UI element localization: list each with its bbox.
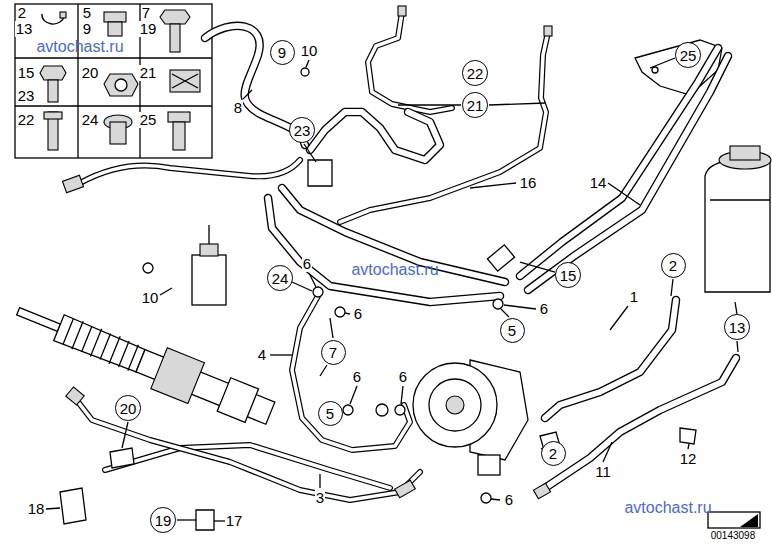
clamps: [60, 160, 696, 530]
part-number: 8: [233, 100, 243, 116]
watermark: avtochast.ru: [623, 500, 712, 517]
part-number: 6: [352, 369, 362, 385]
callout-number: 5: [326, 406, 334, 421]
part-number: 20: [81, 65, 100, 81]
reservoir: [705, 146, 771, 292]
callout-number: 2: [669, 258, 677, 273]
callout-number: 22: [467, 66, 484, 81]
callout-circle: 7: [321, 340, 346, 365]
callout-number: 5: [508, 323, 516, 338]
callout-circle: 15: [555, 262, 581, 288]
callout-circle: 5: [318, 401, 343, 426]
callout-circle: 2: [541, 441, 566, 466]
part-number: 10: [300, 43, 319, 59]
callout-number: 9: [278, 45, 286, 60]
callout-number: 19: [155, 513, 172, 528]
callout-number: 24: [272, 271, 289, 286]
callout-circle: 23: [289, 117, 315, 143]
callout-circle: 19: [150, 507, 176, 533]
callout-number: 21: [467, 98, 484, 113]
watermark: avtochast.ru: [350, 262, 439, 279]
part-number: 6: [398, 369, 408, 385]
part-number: 14: [589, 175, 608, 191]
part-number: 22: [17, 112, 36, 128]
callout-circle: 5: [500, 318, 525, 343]
part-number: 10: [141, 290, 160, 306]
callout-circle: 20: [115, 395, 141, 421]
part-number: 16: [519, 175, 538, 191]
part-number: 4: [257, 347, 267, 363]
diagram-code: 00143098: [710, 531, 757, 542]
callout-number: 7: [329, 345, 337, 360]
part-number: 12: [679, 451, 698, 467]
part-number: 23: [17, 88, 36, 104]
valve-housing: [192, 225, 226, 305]
part-number: 1: [629, 289, 639, 305]
hose-lines: [75, 12, 736, 500]
part-number: 7: [141, 5, 151, 21]
callout-circle: 25: [675, 42, 701, 68]
part-number: 19: [139, 21, 158, 37]
callout-number: 2: [549, 446, 557, 461]
hose-fittings: [62, 6, 552, 499]
part-number: 13: [15, 21, 34, 37]
callout-number: 25: [680, 48, 697, 63]
part-number: 6: [504, 492, 514, 508]
part-number: 3: [315, 490, 325, 506]
part-number: 9: [82, 21, 92, 37]
callout-circle: 9: [270, 40, 295, 65]
part-number: 25: [139, 112, 158, 128]
callout-number: 23: [294, 123, 311, 138]
part-number: 15: [17, 65, 36, 81]
part-number: 2: [17, 5, 27, 21]
callout-number: 20: [120, 401, 137, 416]
callout-circle: 24: [267, 265, 293, 291]
part-number: 6: [302, 256, 312, 272]
part-number: 21: [139, 65, 158, 81]
washers: [143, 68, 503, 503]
power-steering-pump: [413, 360, 528, 475]
callout-circle: 22: [462, 60, 488, 86]
watermark: avtochast.ru: [35, 39, 124, 56]
callout-circle: 13: [724, 314, 750, 340]
part-number: 5: [82, 5, 92, 21]
part-number: 18: [27, 501, 46, 517]
part-number: 6: [353, 306, 363, 322]
callout-number: 15: [560, 268, 577, 283]
callout-number: 13: [729, 320, 746, 335]
callout-circle: 2: [661, 253, 686, 278]
part-number: 17: [225, 513, 244, 529]
leader-lines: [46, 58, 738, 521]
callout-circle: 21: [462, 92, 488, 118]
parts-table: [15, 4, 212, 158]
steering-rack: [10, 291, 279, 434]
part-number: 6: [539, 301, 549, 317]
part-number: 24: [81, 112, 100, 128]
catalogue-badge: [708, 512, 760, 528]
part-number: 11: [594, 464, 612, 480]
